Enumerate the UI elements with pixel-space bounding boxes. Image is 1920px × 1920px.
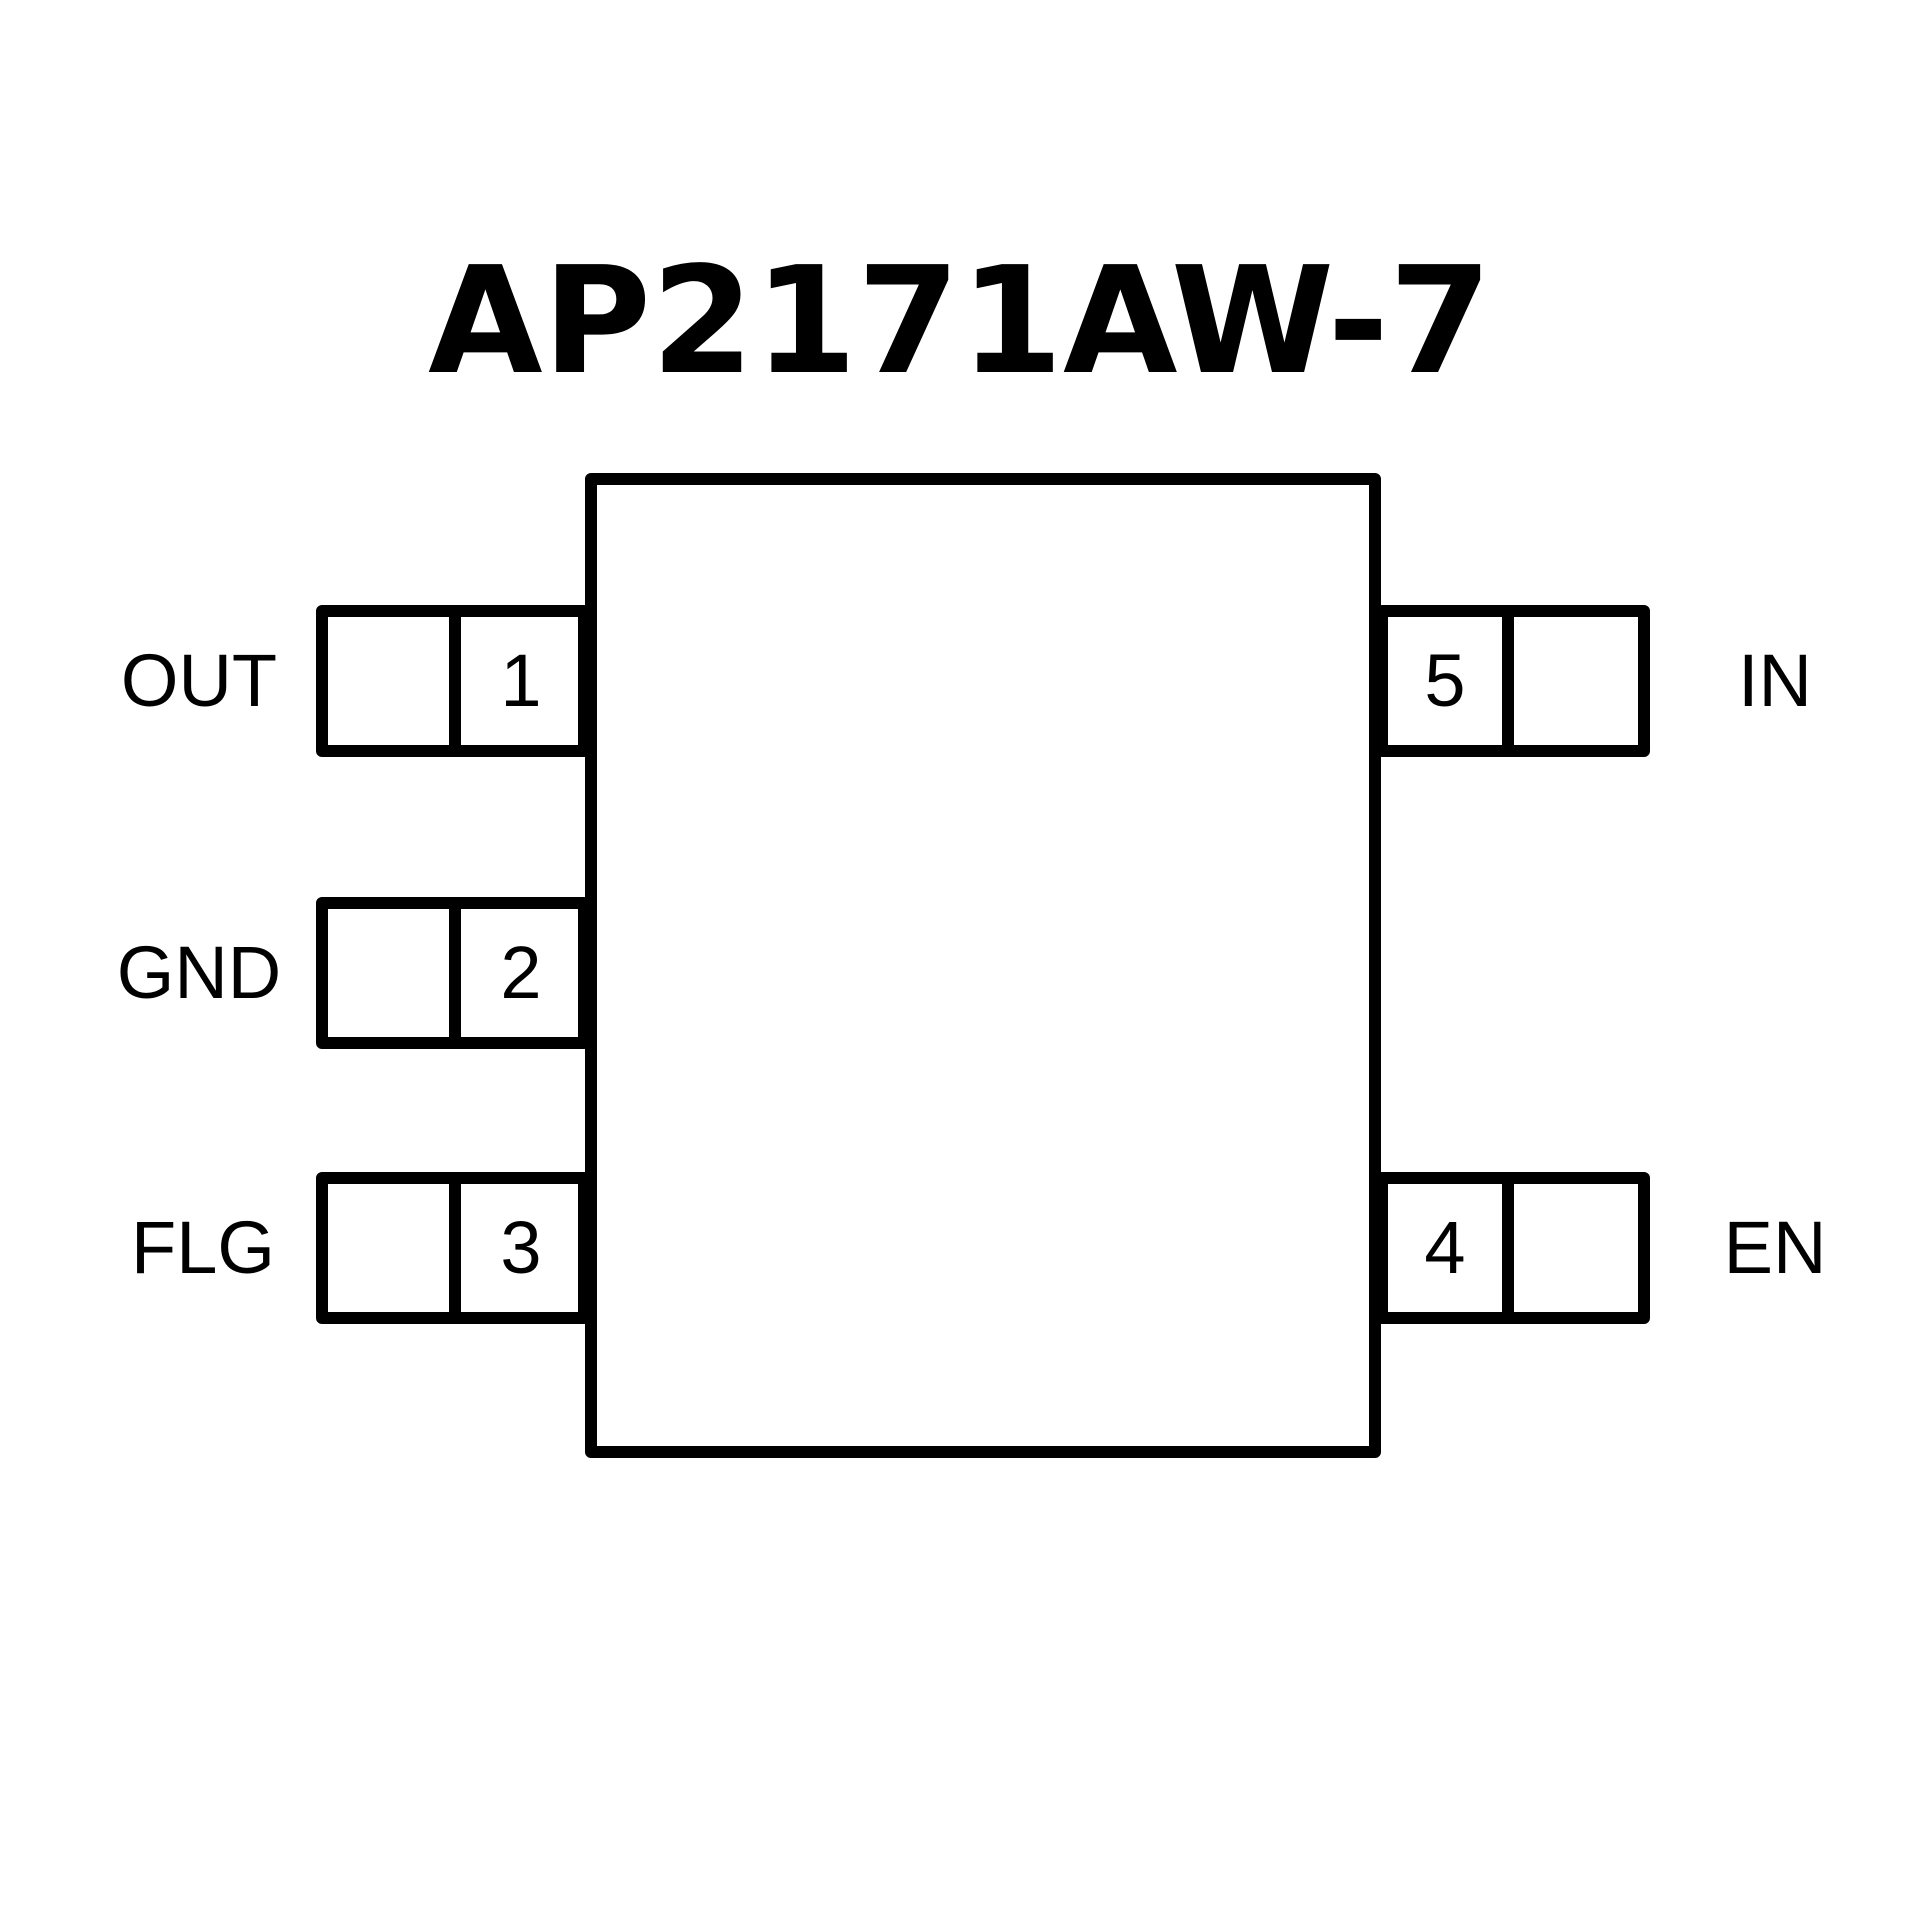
ic-body [585,473,1381,1458]
pin-3: 3 FLG [131,1172,590,1324]
pin-4-label: EN [1724,1206,1827,1289]
part-number-title: AP2171AW-7 [428,235,1492,407]
pin-3-label: FLG [131,1206,275,1289]
pin-5: 5 IN [1376,605,1812,757]
pin-2: 2 GND [117,897,590,1049]
pin-3-number: 3 [500,1206,541,1289]
pin-4: 4 EN [1376,1172,1827,1324]
pin-1-number: 1 [500,639,541,722]
pin-2-label: GND [117,931,281,1014]
pin-1-label: OUT [121,639,277,722]
pin-4-number: 4 [1424,1206,1465,1289]
pin-1: 1 OUT [121,605,590,757]
pin-2-number: 2 [500,931,541,1014]
pin-5-label: IN [1738,639,1812,722]
pin-5-number: 5 [1424,639,1465,722]
